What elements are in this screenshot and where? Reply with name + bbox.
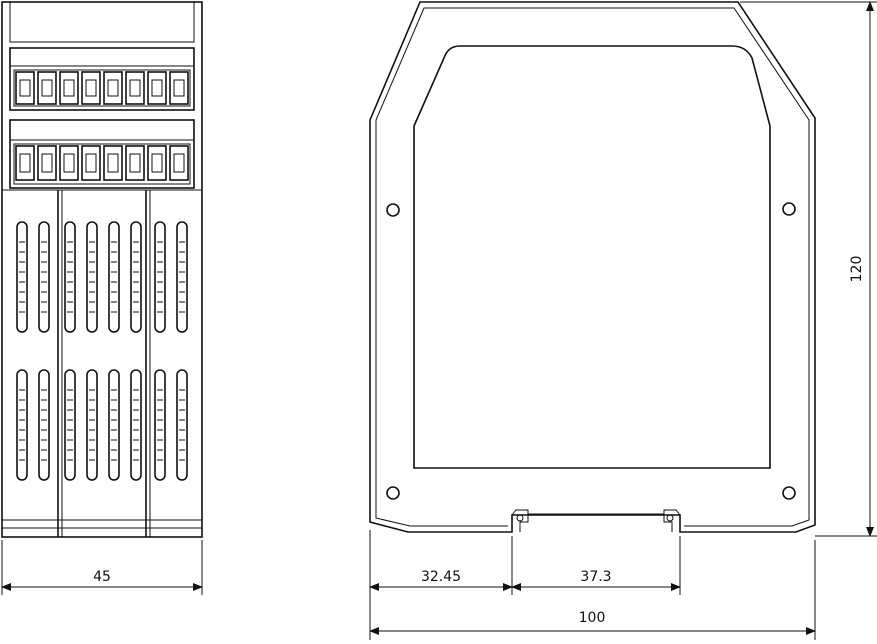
vent-slot (108, 221, 120, 333)
mounting-hole (386, 486, 400, 500)
vent-slot (176, 221, 188, 333)
vent-slot (108, 369, 120, 481)
terminal-screw (59, 145, 79, 181)
terminal-screw (15, 145, 35, 181)
terminal-screw (103, 71, 123, 105)
mounting-hole (782, 202, 796, 216)
side-view (369, 1, 816, 533)
side-label-window (413, 45, 771, 469)
mounting-hole (782, 486, 796, 500)
terminal-screw (125, 145, 145, 181)
vent-slot (130, 369, 142, 481)
vent-slot (38, 369, 50, 481)
front-top-cap (9, 1, 195, 43)
terminal-screw (103, 145, 123, 181)
front-view (1, 1, 203, 538)
terminal-screw (125, 71, 145, 105)
vent-slot (38, 221, 50, 333)
vent-slot (86, 369, 98, 481)
dim-offset-left: 32.45 (369, 530, 513, 640)
terminal-screw (169, 71, 189, 105)
terminal-screw (15, 71, 35, 105)
terminal-screw (147, 145, 167, 181)
dim-width-front-label: 45 (93, 569, 111, 585)
ventilation-slots (16, 221, 188, 481)
vent-slot (16, 221, 28, 333)
terminal-screw (37, 145, 57, 181)
vent-slot (154, 369, 166, 481)
din-rail-clip (511, 509, 681, 532)
vent-slot (130, 221, 142, 333)
terminal-screw (81, 71, 101, 105)
front-lower-body (2, 189, 202, 537)
dim-depth-total: 100 (369, 540, 816, 640)
terminal-block-top (9, 47, 195, 111)
dim-height-label: 120 (849, 256, 865, 283)
terminal-screws (15, 71, 189, 181)
vent-slot (16, 369, 28, 481)
terminal-screw (147, 71, 167, 105)
terminal-screw (169, 145, 189, 181)
dim-rail-width: 37.3 (511, 536, 681, 595)
dim-width-front: 45 (1, 540, 203, 595)
mounting-hole (386, 203, 400, 217)
terminal-screw (81, 145, 101, 181)
front-housing-outline (1, 1, 203, 538)
vent-slot (86, 221, 98, 333)
vent-slot (154, 221, 166, 333)
dim-rail-width-label: 37.3 (580, 569, 611, 585)
dim-offset-left-label: 32.45 (421, 569, 461, 585)
side-housing-outline (369, 1, 816, 533)
terminal-screw (37, 71, 57, 105)
dim-height: 120 (740, 1, 877, 537)
vent-slot (64, 369, 76, 481)
vent-slot (176, 369, 188, 481)
vent-slot (64, 221, 76, 333)
terminal-block-bottom (9, 119, 195, 189)
dim-depth-total-label: 100 (579, 610, 606, 626)
terminal-screw (59, 71, 79, 105)
